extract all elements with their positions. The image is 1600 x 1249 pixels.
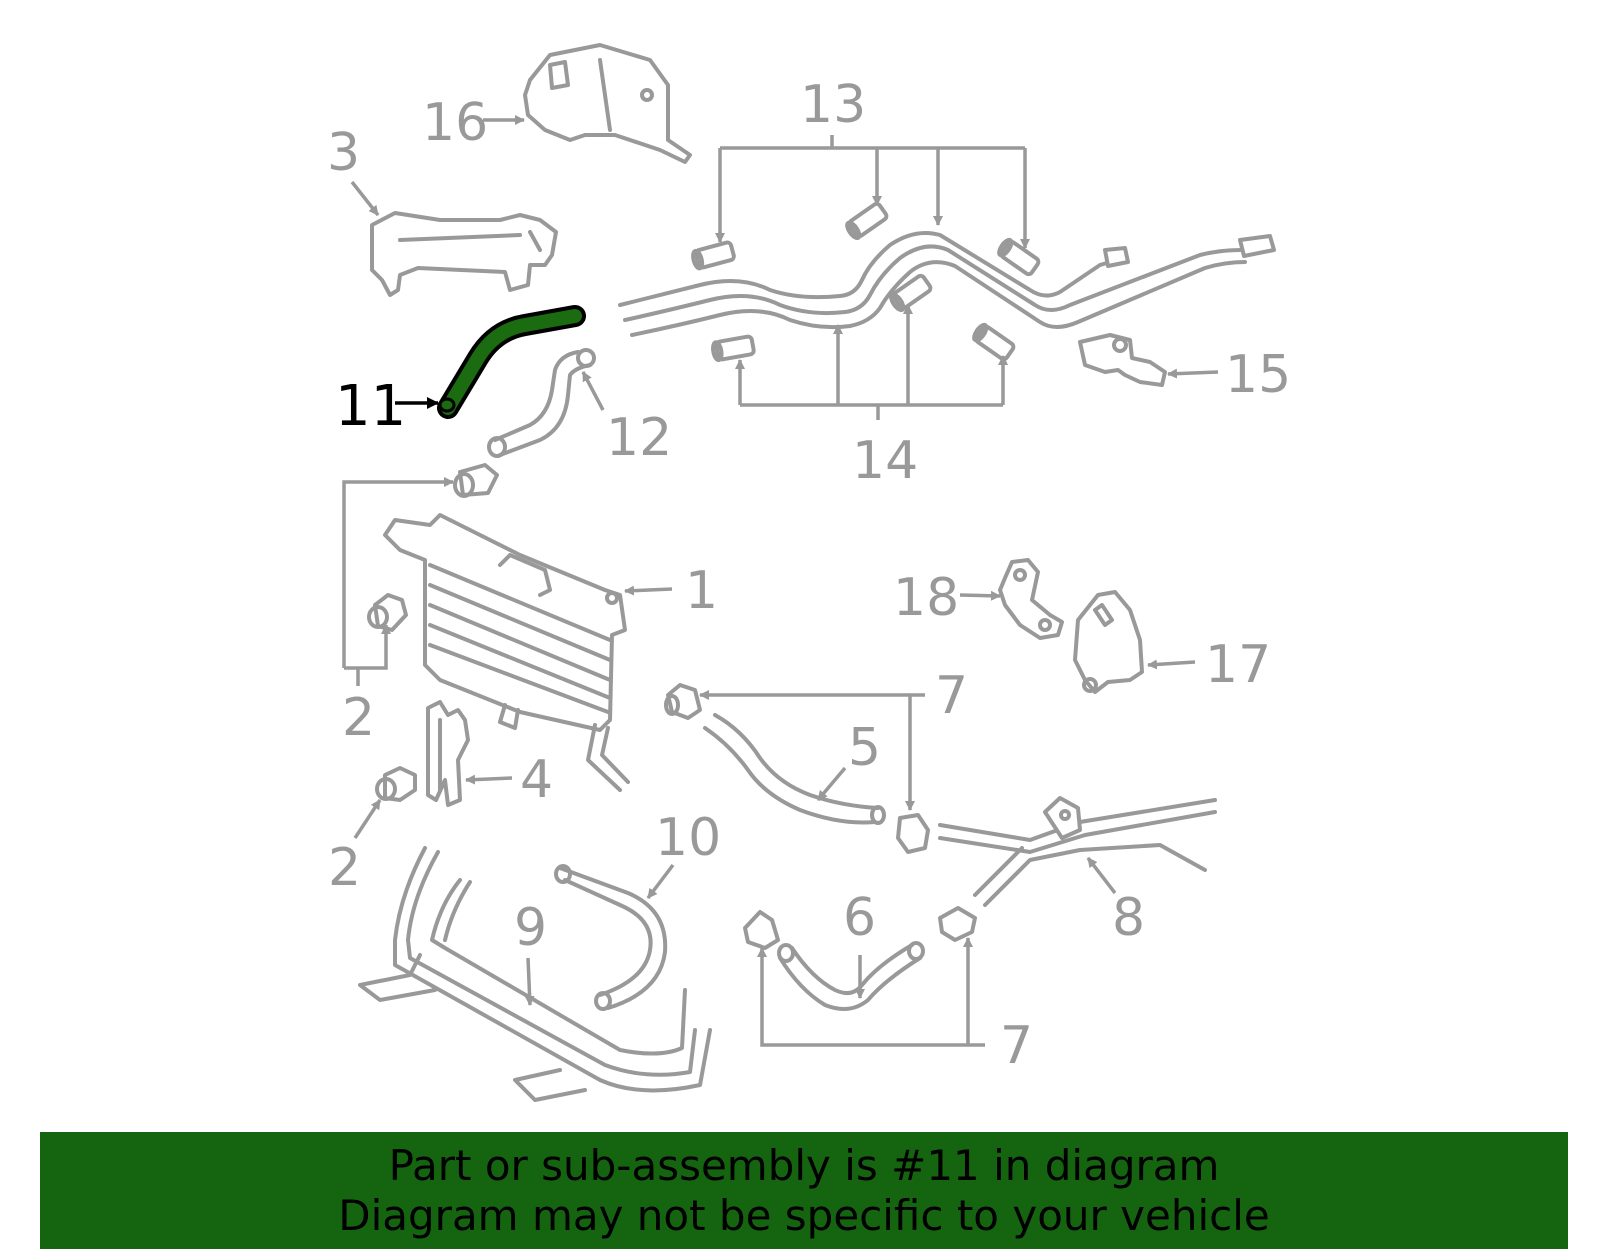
callout-16: 16 — [422, 93, 488, 153]
part-16-bracket — [523, 43, 692, 164]
banner-line-disclaimer: Diagram may not be specific to your vehi… — [338, 1190, 1270, 1240]
part-4-bracket — [426, 700, 470, 807]
callout-8: 8 — [1112, 888, 1145, 948]
part-8-pipe — [938, 796, 1217, 907]
part-7-clamp-mid — [896, 813, 930, 854]
part-13-14-cooler-lines — [618, 231, 1276, 337]
callout-10: 10 — [655, 808, 721, 868]
part-17-bracket — [1073, 590, 1144, 694]
callout-12: 12 — [606, 408, 672, 468]
callout-14: 14 — [852, 431, 918, 491]
part-5-hose — [703, 713, 886, 825]
callout-7-lower: 7 — [1000, 1016, 1033, 1076]
part-7-clamp-lower-right — [938, 906, 977, 942]
callout-13: 13 — [800, 75, 866, 135]
info-banner: Part or sub-assembly is #11 in diagram D… — [40, 1132, 1568, 1249]
part-2-grommet-mid — [367, 593, 408, 632]
callout-1: 1 — [685, 561, 718, 621]
part-9-tube-assembly — [358, 846, 712, 1102]
part-6-hose — [777, 941, 925, 1011]
callout-17: 17 — [1205, 635, 1271, 695]
callout-2-upper: 2 — [342, 688, 375, 748]
part-15-fitting — [1078, 333, 1167, 387]
banner-line-part: Part or sub-assembly is #11 in diagram — [388, 1140, 1220, 1190]
callout-18: 18 — [893, 568, 959, 628]
part-3-bracket — [370, 211, 558, 297]
callout-4: 4 — [520, 750, 553, 810]
callout-3: 3 — [327, 123, 360, 183]
leader-lines — [342, 115, 1219, 1047]
part-2-grommet-low — [375, 766, 417, 802]
part-14-clamps — [711, 273, 1016, 363]
part-18-bracket — [998, 558, 1064, 640]
part-12-hose — [487, 348, 596, 458]
callout-6: 6 — [843, 888, 876, 948]
part-1-oil-cooler — [383, 513, 630, 792]
callout-9: 9 — [514, 898, 547, 958]
part-10-hose — [554, 864, 668, 1011]
part-13-clamps — [691, 201, 1041, 277]
callout-7-upper: 7 — [935, 666, 968, 726]
part-7-clamp-upper-left — [664, 683, 702, 720]
callout-11: 11 — [335, 374, 406, 439]
part-2-grommet-top — [453, 463, 499, 498]
part-11-hose — [437, 305, 586, 419]
callout-5: 5 — [848, 718, 881, 778]
callout-15: 15 — [1225, 345, 1291, 405]
callout-2-lower: 2 — [328, 838, 361, 898]
part-7-clamp-lower-left — [743, 910, 780, 950]
